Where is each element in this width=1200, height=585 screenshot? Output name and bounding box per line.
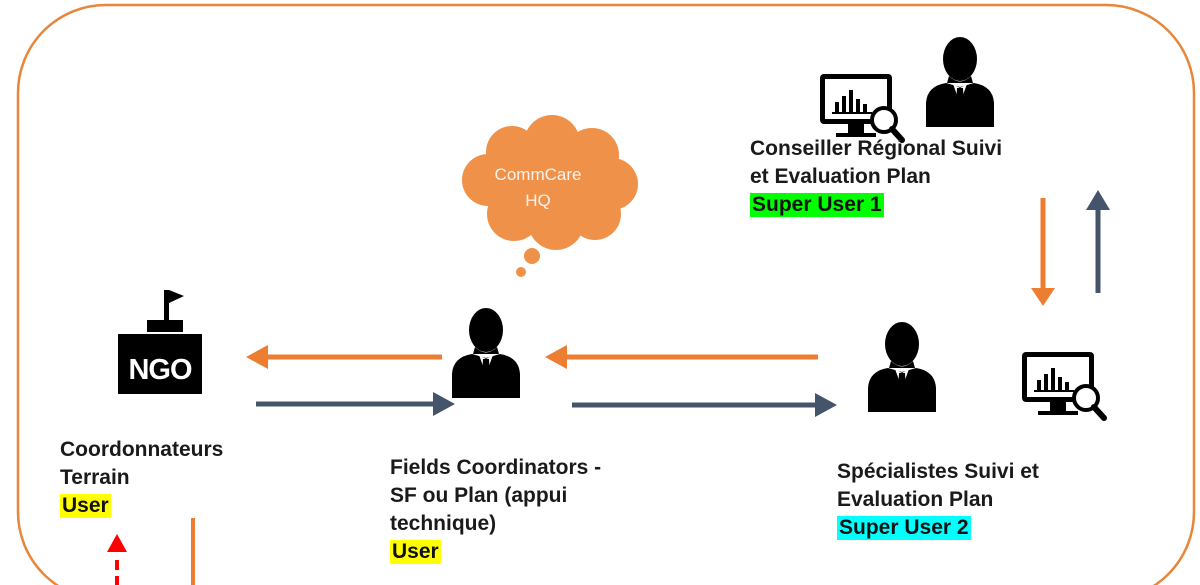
- label-line: Evaluation Plan: [837, 488, 994, 511]
- label-line: Coordonnateurs: [60, 438, 224, 461]
- cloud-label-line: CommCare: [494, 165, 582, 184]
- person-silhouette-icon: [868, 322, 936, 412]
- label-terrain-coordinators: Coordonnateurs Terrain User: [60, 436, 223, 520]
- cloud-label: CommCare HQ: [478, 162, 598, 214]
- role-badge-user: User: [390, 540, 441, 564]
- role-badge-user: User: [60, 494, 111, 518]
- cloud-label-line: HQ: [525, 191, 551, 210]
- label-line: et Evaluation Plan: [750, 165, 931, 188]
- label-specialists: Spécialistes Suivi et Evaluation Plan Su…: [837, 458, 1039, 542]
- label-line: Fields Coordinators -: [390, 456, 602, 479]
- outer-frame: [16, 3, 1196, 585]
- role-badge-super-user-2: Super User 2: [837, 516, 971, 540]
- person-silhouette-icon: [452, 308, 520, 398]
- ngo-building-flag-icon: [118, 290, 202, 394]
- label-line: SF ou Plan (appui: [390, 484, 568, 507]
- role-badge-super-user-1: Super User 1: [750, 193, 884, 217]
- monitor-chart-magnifier-icon: [820, 74, 902, 140]
- monitor-chart-magnifier-icon: [1022, 352, 1104, 418]
- label-line: technique): [390, 512, 497, 535]
- label-regional-advisor: Conseiller Régional Suivi et Evaluation …: [750, 135, 1002, 219]
- label-line: Conseiller Régional Suivi: [750, 137, 1003, 160]
- label-fields-coordinators: Fields Coordinators - SF ou Plan (appui …: [390, 454, 601, 566]
- label-line: Spécialistes Suivi et: [837, 460, 1039, 483]
- cloud-icon: [462, 115, 638, 277]
- arrows: [107, 190, 1110, 585]
- label-line: Terrain: [60, 466, 130, 489]
- ngo-label: NGO: [128, 354, 192, 386]
- person-silhouette-icon: [926, 37, 994, 127]
